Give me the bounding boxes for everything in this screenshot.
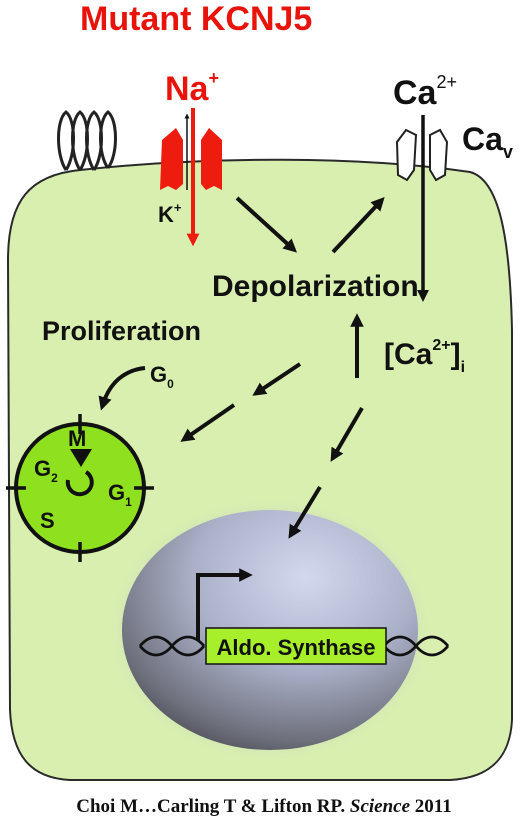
gene-box <box>205 627 387 665</box>
proliferation-label: Proliferation <box>42 316 201 346</box>
arrow-cai-to-nucleus-2 <box>288 485 322 539</box>
cell-cycle-triangle-icon <box>70 449 92 467</box>
arrow-cai-to-proliferation-2 <box>180 403 236 442</box>
arrow-cai-to-proliferation-1 <box>252 362 302 396</box>
g0-label: G0 <box>150 362 174 391</box>
arrow-cai-to-nucleus-1 <box>330 406 364 462</box>
arrow-g0-entry <box>98 366 146 411</box>
calcium-intracellular-label: [Ca2+]i <box>384 337 465 376</box>
na-label: Na+ <box>165 68 219 108</box>
cell-cycle-loop-icon <box>65 470 94 497</box>
cav-label: Cav <box>462 121 513 162</box>
depolarization-label: Depolarization <box>212 270 419 303</box>
citation: Choi M…Carling T & Lifton RP. Science 20… <box>76 796 451 817</box>
arrow-channel-to-depolarization <box>235 196 298 253</box>
cell-cycle-s-label: S <box>40 508 55 533</box>
ca-label: Ca2+ <box>393 72 457 112</box>
arrow-depolarization-to-cav <box>331 197 385 254</box>
membrane-receptor-coil <box>57 110 117 171</box>
cell-cycle-diagram <box>6 414 154 562</box>
cell-cycle-m-label: M <box>68 426 86 451</box>
dna-helix <box>138 635 450 657</box>
signaling-arrows <box>98 196 385 539</box>
k-label: K+ <box>158 200 182 227</box>
transcription-start-arrow <box>196 568 253 641</box>
gene-label: Aldo. Synthase <box>217 635 376 660</box>
cell-cycle-g2-label: G2 <box>34 456 58 485</box>
cav-channel-icon <box>395 128 449 182</box>
cell-cycle-g1-label: G1 <box>108 480 132 509</box>
kcnj5-channel-icon <box>160 128 222 190</box>
title: Mutant KCNJ5 <box>80 0 312 38</box>
